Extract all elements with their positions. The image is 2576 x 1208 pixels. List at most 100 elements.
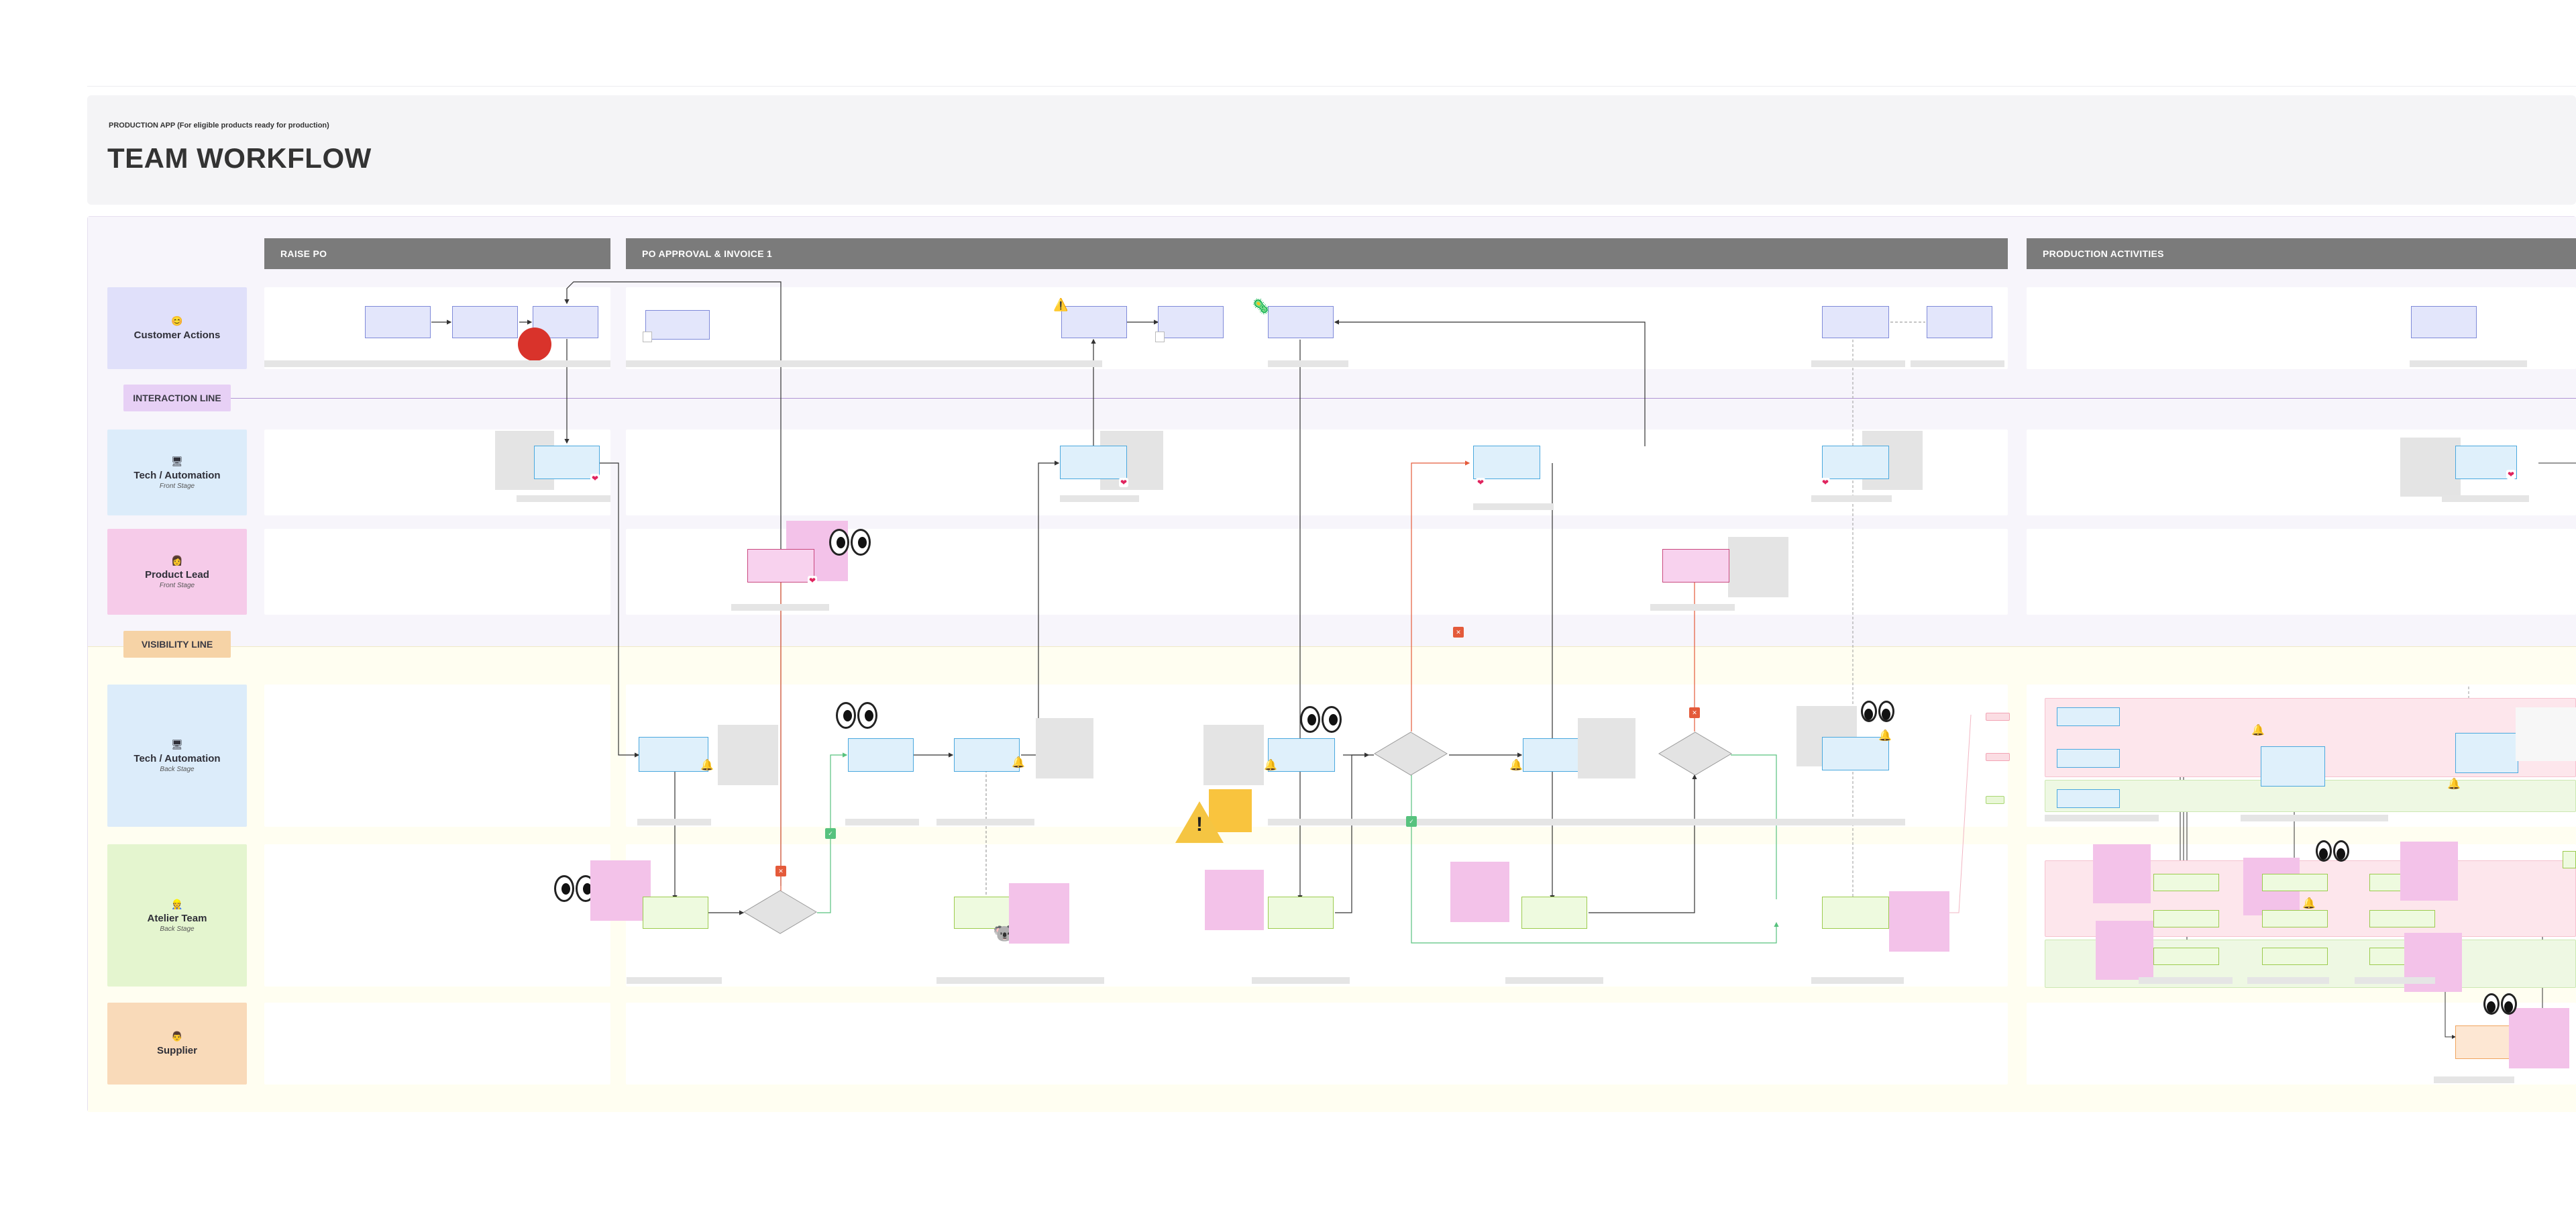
row-cell: [264, 529, 610, 615]
decision-diamond[interactable]: [1658, 732, 1732, 776]
automation-box[interactable]: [848, 738, 914, 772]
caption-bar: [1268, 360, 1348, 367]
product-lead-box[interactable]: [1662, 549, 1729, 583]
note-sticky-pink[interactable]: [1205, 870, 1264, 930]
note-sticky[interactable]: [2516, 707, 2576, 761]
caption-bar: [1811, 977, 1904, 984]
atelier-box[interactable]: [2262, 910, 2328, 927]
atelier-box[interactable]: [2153, 874, 2219, 891]
warning-icon: ⚠️: [1053, 298, 1069, 311]
automation-box[interactable]: [2261, 746, 2325, 787]
status-tag: [1986, 713, 2010, 721]
caption-bar: [1811, 360, 1905, 367]
automation-box[interactable]: [534, 446, 600, 479]
phase-production-activities[interactable]: PRODUCTION ACTIVITIES: [2027, 238, 2576, 269]
process-box[interactable]: [645, 310, 710, 340]
process-box[interactable]: [1927, 306, 1992, 338]
lane-customer-actions: 😊 Customer Actions: [107, 287, 247, 369]
heart-icon: ❤: [1476, 478, 1485, 487]
automation-box[interactable]: [639, 737, 708, 772]
caption-bar: [1060, 495, 1139, 502]
automation-box[interactable]: [1268, 738, 1335, 772]
googly-eyes-icon: [554, 875, 596, 902]
automation-box[interactable]: [1822, 737, 1889, 770]
note-sticky-pink[interactable]: [590, 860, 651, 921]
atelier-box[interactable]: [1268, 897, 1334, 929]
atelier-box[interactable]: [2153, 948, 2219, 965]
process-box[interactable]: [2411, 306, 2477, 338]
note-sticky[interactable]: [2400, 438, 2461, 497]
automation-box[interactable]: [2455, 733, 2518, 773]
atelier-box[interactable]: [2369, 910, 2435, 927]
phase-raise-po[interactable]: RAISE PO: [264, 238, 610, 269]
note-sticky[interactable]: [718, 725, 778, 785]
note-sticky[interactable]: [2270, 709, 2328, 736]
atelier-box[interactable]: [1521, 897, 1587, 929]
note-sticky-pink[interactable]: [1450, 862, 1509, 922]
atelier-box[interactable]: [2262, 874, 2328, 891]
note-sticky[interactable]: [1036, 718, 1093, 778]
atelier-box[interactable]: [2563, 851, 2576, 868]
automation-box[interactable]: [1523, 738, 1589, 772]
note-sticky-pink[interactable]: [1009, 883, 1069, 944]
supplier-box[interactable]: [2455, 1025, 2518, 1059]
phase-label: RAISE PO: [280, 248, 327, 259]
caption-bar: [1911, 360, 2004, 367]
phase-po-approval[interactable]: PO APPROVAL & INVOICE 1: [626, 238, 2008, 269]
note-sticky-pink[interactable]: [2509, 1008, 2569, 1068]
note-sticky-pink[interactable]: [2093, 844, 2151, 903]
bell-icon: 🔔: [1509, 760, 1523, 771]
row-cell: [264, 685, 610, 827]
lane-atelier-team: 👷 Atelier Team Back Stage: [107, 844, 247, 987]
bell-icon: 🔔: [1264, 760, 1277, 771]
caption-bar: [2410, 360, 2527, 367]
process-box[interactable]: [452, 306, 518, 338]
row-cell: [2027, 529, 2576, 615]
lane-subtitle: Front Stage: [159, 482, 195, 490]
heart-icon: ❤: [808, 576, 817, 585]
note-sticky[interactable]: [1728, 537, 1788, 597]
process-box[interactable]: [365, 306, 431, 338]
process-box[interactable]: [1268, 306, 1334, 338]
caption-bar: [936, 819, 1034, 825]
process-box[interactable]: [1061, 306, 1127, 338]
note-sticky-pink[interactable]: [2400, 842, 2458, 901]
lane-title: Supplier: [156, 1045, 197, 1056]
note-sticky[interactable]: [1203, 725, 1264, 785]
caption-bar: [264, 360, 610, 367]
atelier-box[interactable]: [2153, 910, 2219, 927]
note-sticky-pink[interactable]: [1889, 891, 1949, 952]
decision-diamond[interactable]: [1374, 732, 1448, 776]
document-icon: [1155, 332, 1165, 342]
atelier-box[interactable]: [1822, 897, 1889, 929]
caption-bar: [1505, 977, 1603, 984]
automation-box[interactable]: [1473, 446, 1540, 479]
atelier-box[interactable]: [643, 897, 708, 929]
atelier-box[interactable]: [2262, 948, 2328, 965]
automation-box[interactable]: [2057, 749, 2120, 768]
note-sticky[interactable]: [1578, 718, 1635, 778]
automation-box[interactable]: [2057, 707, 2120, 726]
googly-eyes-icon: [1300, 706, 1342, 733]
automation-box[interactable]: [954, 738, 1020, 772]
automation-box[interactable]: [1822, 446, 1889, 479]
heart-icon: ❤: [590, 474, 600, 483]
caption-bar: [2241, 815, 2388, 821]
smile-icon: 😊: [171, 315, 183, 326]
automation-box[interactable]: [1060, 446, 1127, 479]
caption-bar: [1805, 819, 1905, 825]
process-box[interactable]: [1158, 306, 1224, 338]
note-sticky-pink[interactable]: [2096, 921, 2153, 980]
caption-bar: [2247, 977, 2329, 984]
document-icon: [643, 332, 652, 342]
decision-diamond[interactable]: [743, 890, 817, 934]
bell-icon: 🔔: [1012, 757, 1025, 768]
atelier-box[interactable]: [954, 897, 1020, 929]
status-tag: [1986, 796, 2004, 804]
product-lead-box[interactable]: [747, 549, 814, 583]
automation-box[interactable]: [2057, 789, 2120, 808]
process-box[interactable]: [1822, 306, 1889, 338]
phase-label: PRODUCTION ACTIVITIES: [2043, 248, 2164, 259]
top-separator: [87, 86, 2576, 87]
lane-product-lead: 👩 Product Lead Front Stage: [107, 529, 247, 615]
